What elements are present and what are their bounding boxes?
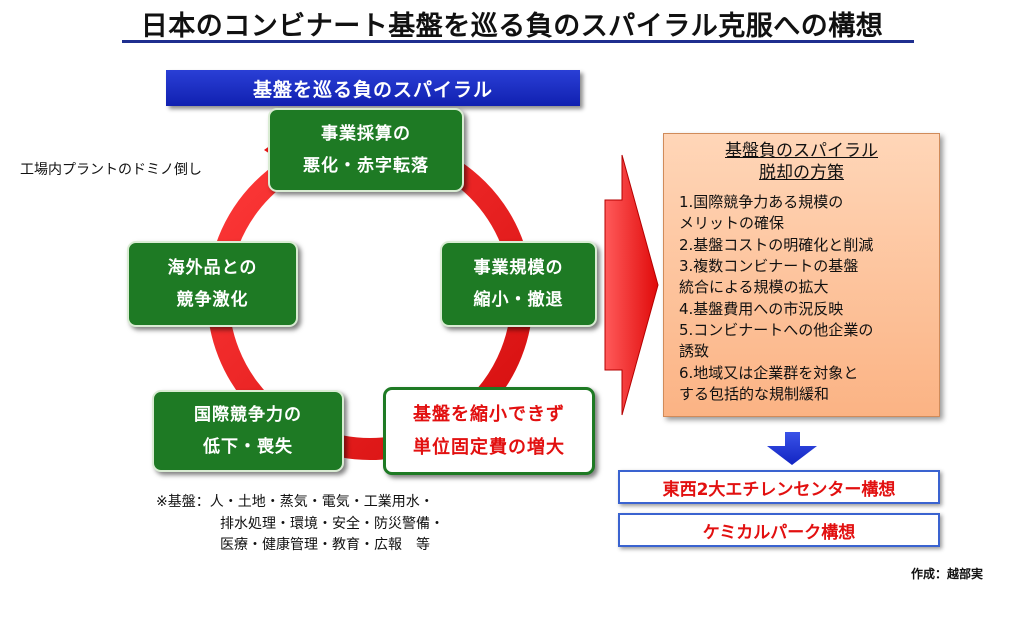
box-fixed-cost-line1: 基盤を縮小できず [413,403,565,425]
policy-list: 1.国際競争力ある規模の メリットの確保 2.基盤コストの明確化と削減 3.複数… [679,192,939,405]
policy-heading-line1: 基盤負のスパイラル [725,141,878,161]
box-profit-line2: 悪化・赤字転落 [303,156,429,176]
down-arrow [767,432,817,465]
spiral-banner: 基盤を巡る負のスパイラル [166,70,580,106]
ethylene-center-concept: 東西2大エチレンセンター構想 [618,470,940,504]
policy-item: 3.複数コンビナートの基盤 [679,257,859,276]
infrastructure-footnote: ※基盤：人・土地・蒸気・電気・工業用水・ 排水処理・環境・安全・防災警備・ 医療… [156,492,444,557]
box-competitiveness-line1: 国際競争力の [194,404,302,425]
box-shrink-line2: 縮小・撤退 [473,290,564,310]
policy-item: 6.地域又は企業群を対象と [679,363,859,382]
footnote-line1: ※基盤：人・土地・蒸気・電気・工業用水・ [156,494,434,510]
policy-item: 2.基盤コストの明確化と削減 [679,235,874,254]
footnote-line2: 排水処理・環境・安全・防災警備・ [220,515,444,532]
box-shrink-line1: 事業規模の [473,257,564,278]
box-fixed-cost-line2: 単位固定費の増大 [413,437,565,458]
footnote-line3: 医療・健康管理・教育・広報 等 [220,537,430,554]
right-arrow [604,154,659,416]
policy-item: 4.基盤費用への市況反映 [679,299,844,318]
title-underline [122,40,914,43]
policy-item: 1.国際競争力ある規模の [679,193,844,212]
policy-heading: 基盤負のスパイラル 脱却の方策 [664,140,939,184]
policy-box: 基盤負のスパイラル 脱却の方策 1.国際競争力ある規模の メリットの確保 2.基… [663,133,940,417]
author-credit: 作成：越部実 [911,567,984,581]
policy-item: メリットの確保 [679,214,785,233]
policy-item: 5.コンビナートへの他企業の [679,320,874,339]
policy-item: する包括的な規制緩和 [679,384,830,403]
box-profit-line1: 事業採算の [321,123,411,144]
page-title: 日本のコンビナート基盤を巡る負のスパイラル克服への構想 [140,11,884,42]
box-overseas-line2: 競争激化 [176,290,249,310]
box-fixed-cost-increase: 基盤を縮小できず 単位固定費の増大 [383,387,595,475]
policy-item: 統合による規模の拡大 [679,278,829,297]
box-overseas-competition: 海外品との 競争激化 [127,241,298,327]
box-competitiveness-loss: 国際競争力の 低下・喪失 [152,390,344,472]
box-profit-deterioration: 事業採算の 悪化・赤字転落 [268,108,464,192]
box-overseas-line1: 海外品との [167,257,258,278]
box-competitiveness-line2: 低下・喪失 [203,437,293,457]
box-business-shrink: 事業規模の 縮小・撤退 [440,241,597,327]
policy-item: 誘致 [679,342,710,361]
policy-heading-line2: 脱却の方策 [759,163,844,184]
chemical-park-concept: ケミカルパーク構想 [618,513,940,547]
domino-label: 工場内プラントのドミノ倒し [20,162,202,178]
